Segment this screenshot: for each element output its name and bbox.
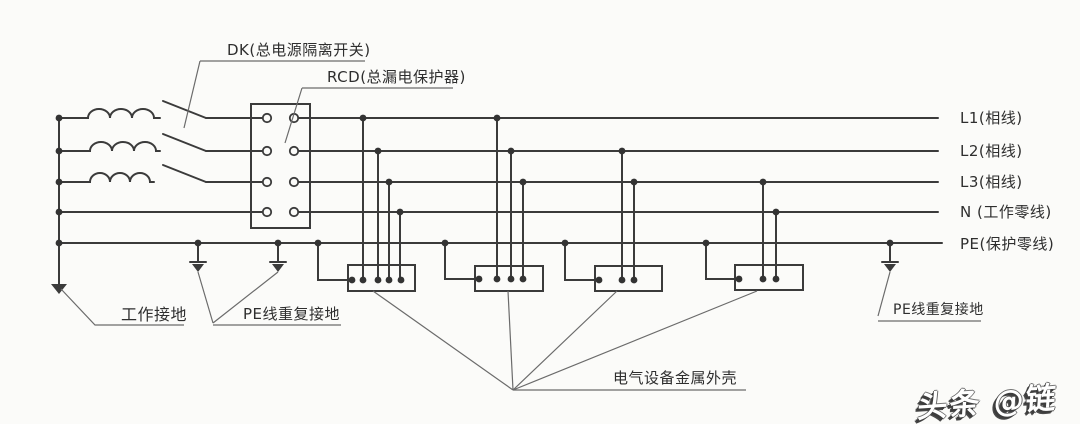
wire-label-l2: L2(相线) [960, 142, 1023, 160]
rcd-terminals [261, 112, 300, 218]
rcd-leader [284, 87, 453, 144]
equipment-4-feeders [705, 181, 777, 280]
pe-repeat-ground-left-label: PE线重复接地 [243, 305, 341, 323]
working-ground-leader [60, 288, 184, 326]
transformer-coil-l3 [58, 172, 155, 183]
equipment-2-feeders [444, 117, 524, 280]
equipment-metal-shell-label: 电气设备金属外壳 [613, 369, 738, 387]
pe-repeat-ground-right-label: PE线重复接地 [893, 302, 984, 318]
equipment-box-1 [347, 264, 416, 292]
transformer-coil-l2 [58, 141, 161, 152]
wire-label-l3: L3(相线) [960, 173, 1023, 191]
pe-ground-left-leader [197, 271, 341, 326]
pe-ground-right-leader [877, 271, 981, 322]
equipment-box-4 [734, 264, 804, 291]
equipment-1-feeders [317, 117, 401, 281]
rcd-label: RCD(总漏电保护器) [327, 68, 466, 86]
equipment-3-feeders [564, 150, 635, 281]
equipment-shell-leader [372, 290, 758, 391]
dk-switch-blade-l2 [162, 133, 207, 152]
pe-ground-arrow-2 [272, 264, 284, 272]
wire-label-pe: PE(保护零线) [960, 235, 1055, 253]
pe-ground-arrow-1 [192, 264, 204, 272]
dk-leader [183, 60, 365, 129]
equipment-box-2 [474, 265, 544, 292]
junction-dots [55, 114, 894, 284]
working-ground-label: 工作接地 [121, 305, 188, 324]
wire-label-n: N (工作零线) [960, 203, 1052, 221]
transformer-coil-l1 [58, 108, 161, 119]
wire-label-l1: L1(相线) [960, 109, 1023, 127]
rcd-box [250, 103, 311, 229]
dk-switch-blade-l1 [162, 100, 207, 119]
dk-switch-label: DK(总电源隔离开关) [227, 41, 371, 59]
working-ground-arrow [51, 284, 67, 294]
pe-ground-arrow-3 [884, 264, 896, 272]
dk-switch-blade-l3 [162, 164, 207, 183]
equipment-box-3 [594, 265, 663, 292]
